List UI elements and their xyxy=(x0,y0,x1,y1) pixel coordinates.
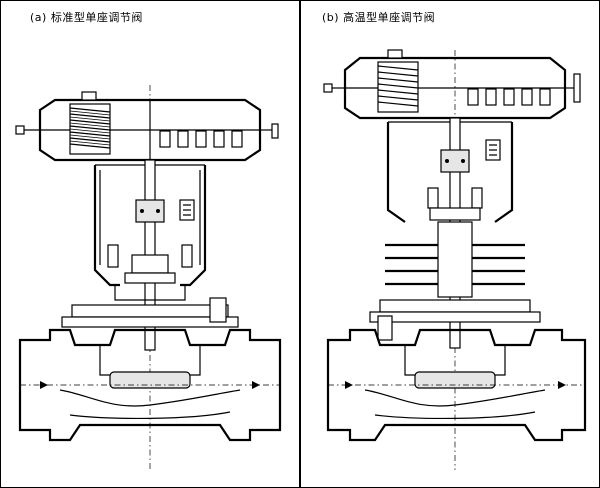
actuator-spring-b xyxy=(377,61,419,113)
casing-bolts-b xyxy=(467,88,551,106)
extended-bonnet xyxy=(437,221,473,298)
diaphragm-casing-b xyxy=(343,56,567,120)
valve-body xyxy=(18,328,282,442)
stem-connector xyxy=(135,199,165,223)
panel-divider xyxy=(299,0,301,488)
panel-high-temp-valve: (b) 高温型单座调节阀 xyxy=(300,0,600,488)
bonnet-flange xyxy=(71,304,229,318)
panel-b-title: 高温型单座调节阀 xyxy=(343,11,436,24)
panel-a-title: 标准型单座调节阀 xyxy=(50,11,143,24)
cooling-fins xyxy=(385,243,525,286)
valve-body-b xyxy=(326,328,587,442)
yoke-left-b xyxy=(386,122,406,223)
panel-a-label: (a) xyxy=(30,11,47,24)
packing-bolts xyxy=(107,244,193,268)
panel-b-caption: (b) 高温型单座调节阀 xyxy=(322,9,435,25)
actuator-spring xyxy=(69,103,111,155)
panel-standard-valve: (a) 标准型单座调节阀 xyxy=(15,9,282,470)
yoke-right-b xyxy=(494,122,514,223)
standard-valve-drawing xyxy=(15,85,282,470)
diaphragm-casing xyxy=(38,98,262,162)
bonnet-flange-b xyxy=(379,299,531,313)
stem-connector-b xyxy=(440,149,470,173)
high-temp-valve-drawing xyxy=(323,49,587,470)
casing-bolts xyxy=(159,130,243,148)
panel-a-caption: (a) 标准型单座调节阀 xyxy=(30,9,143,25)
valve-plug xyxy=(109,371,191,389)
valve-plug-b xyxy=(414,371,496,389)
panel-b-label: (b) xyxy=(322,11,340,24)
